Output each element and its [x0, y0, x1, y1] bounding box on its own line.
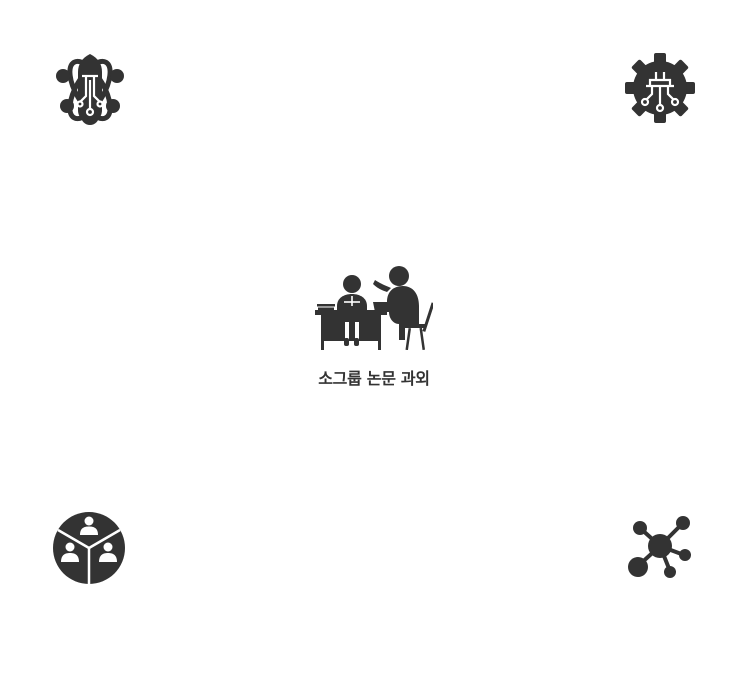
card-title: 소그룹 논문 과외	[318, 369, 430, 388]
science-atom-network-icon[interactable]	[54, 50, 126, 126]
tutoring-desk-icon	[315, 262, 435, 351]
technology-gear-circuit-icon[interactable]	[624, 52, 696, 124]
small-group-tutoring-card[interactable]: 소그룹 논문 과외	[290, 258, 458, 394]
network-nodes-icon[interactable]	[626, 514, 692, 578]
team-groups-circle-icon[interactable]	[52, 511, 126, 585]
